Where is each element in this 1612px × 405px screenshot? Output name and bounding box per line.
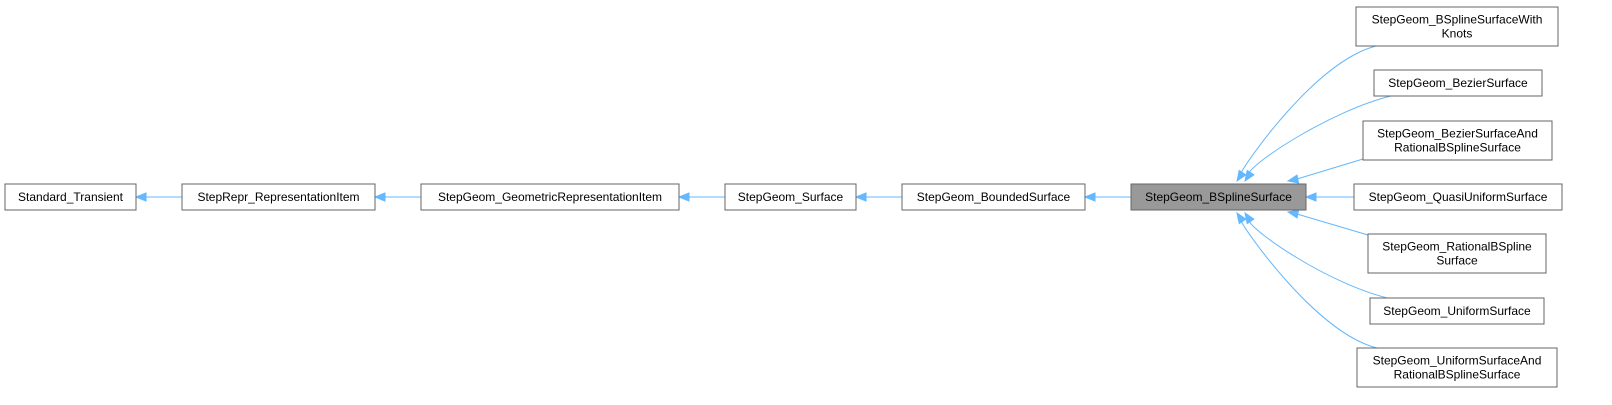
class-node-stepgeom-uniformsurface-box: [1369, 297, 1545, 325]
class-node-stepgeom-quasiuniformsurface-box: [1353, 183, 1563, 211]
class-node-stepgeom-uniformsurfaceandrationalbsplinesurface-label-line-2: RationalBSplineSurface: [1394, 368, 1521, 382]
class-node-stepgeom-beziersurface-label: StepGeom_BezierSurface: [1388, 76, 1528, 90]
subclass-arrowhead: [1236, 169, 1247, 183]
inheritance-arrowhead: [854, 192, 867, 202]
class-node-stepgeom-quasiuniformsurface-label: StepGeom_QuasiUniformSurface: [1369, 190, 1548, 204]
class-node-steprepr-representationitem-label: StepRepr_RepresentationItem: [197, 190, 359, 204]
class-node-stepgeom-geometricrepresentationitem[interactable]: StepGeom_GeometricRepresentationItem: [420, 183, 680, 211]
class-node-stepgeom-beziersurface[interactable]: StepGeom_BezierSurface: [1373, 69, 1543, 97]
class-node-stepgeom-uniformsurface-label: StepGeom_UniformSurface: [1383, 304, 1531, 318]
subclass-arrowhead: [1286, 209, 1300, 219]
class-node-stepgeom-boundedsurface[interactable]: StepGeom_BoundedSurface: [901, 183, 1086, 211]
inheritance-arrowhead: [1083, 192, 1096, 202]
class-node-stepgeom-beziersurfaceandrationalbsplinesurface-label-line-2: RationalBSplineSurface: [1394, 141, 1521, 155]
class-node-stepgeom-rationalbsplinesurface[interactable]: StepGeom_RationalBSplineSurface: [1367, 233, 1547, 274]
class-node-standard-transient[interactable]: Standard_Transient: [4, 183, 137, 211]
class-node-stepgeom-uniformsurfaceandrationalbsplinesurface-label-line-1: StepGeom_UniformSurfaceAnd: [1373, 354, 1542, 368]
class-node-current-stepgeom-bsplinesurface: StepGeom_BSplineSurface: [1130, 183, 1307, 211]
subclass-edge: [1248, 220, 1388, 299]
class-node-standard-transient-box: [4, 183, 137, 211]
class-node-stepgeom-bsplinesurfacewithknots-label-line-1: StepGeom_BSplineSurfaceWith: [1372, 13, 1543, 27]
class-node-stepgeom-beziersurfaceandrationalbsplinesurface[interactable]: StepGeom_BezierSurfaceAndRationalBSpline…: [1362, 120, 1553, 161]
class-node-steprepr-representationitem-box: [181, 183, 376, 211]
class-node-stepgeom-rationalbsplinesurface-label-line-1: StepGeom_RationalBSpline: [1382, 240, 1532, 254]
subclass-arrowhead: [1286, 174, 1300, 184]
inheritance-arrowhead: [677, 192, 690, 202]
class-node-stepgeom-geometricrepresentationitem-box: [420, 183, 680, 211]
class-node-standard-transient-label: Standard_Transient: [18, 190, 124, 204]
class-node-stepgeom-geometricrepresentationitem-label: StepGeom_GeometricRepresentationItem: [438, 190, 662, 204]
inheritance-edges: [134, 45, 1391, 349]
class-node-steprepr-representationitem[interactable]: StepRepr_RepresentationItem: [181, 183, 376, 211]
class-node-stepgeom-rationalbsplinesurface-box: [1367, 233, 1547, 274]
class-node-stepgeom-beziersurfaceandrationalbsplinesurface-label-line-1: StepGeom_BezierSurfaceAnd: [1377, 127, 1538, 141]
subclass-arrowhead: [1236, 211, 1247, 225]
class-node-current-stepgeom-bsplinesurface-box: [1130, 183, 1307, 211]
class-node-stepgeom-rationalbsplinesurface-label-line-2: Surface: [1436, 254, 1478, 268]
class-node-stepgeom-bsplinesurfacewithknots-label-line-2: Knots: [1442, 27, 1473, 41]
class-node-stepgeom-bsplinesurfacewithknots-box: [1355, 6, 1559, 47]
class-node-stepgeom-surface[interactable]: StepGeom_Surface: [724, 183, 857, 211]
class-node-current-stepgeom-bsplinesurface-label: StepGeom_BSplineSurface: [1145, 190, 1292, 204]
subclass-edge: [1240, 220, 1378, 349]
class-node-stepgeom-surface-label: StepGeom_Surface: [738, 190, 844, 204]
class-node-stepgeom-boundedsurface-box: [901, 183, 1086, 211]
subclass-arrowhead: [1244, 169, 1255, 183]
class-node-stepgeom-boundedsurface-label: StepGeom_BoundedSurface: [917, 190, 1071, 204]
subclass-arrowhead: [1304, 192, 1317, 202]
class-node-stepgeom-beziersurface-box: [1373, 69, 1543, 97]
subclass-edge: [1240, 45, 1377, 174]
subclass-edge: [1296, 158, 1364, 180]
class-nodes: Standard_Transient StepRepr_Representatio…: [4, 6, 1563, 388]
inheritance-arrowhead: [373, 192, 386, 202]
class-node-stepgeom-quasiuniformsurface[interactable]: StepGeom_QuasiUniformSurface: [1353, 183, 1563, 211]
class-node-stepgeom-beziersurfaceandrationalbsplinesurface-box: [1362, 120, 1553, 161]
subclass-edge: [1248, 95, 1391, 174]
class-node-stepgeom-uniformsurfaceandrationalbsplinesurface-box: [1356, 347, 1558, 388]
subclass-edge: [1296, 213, 1369, 236]
class-node-stepgeom-surface-box: [724, 183, 857, 211]
inheritance-arrowhead: [134, 192, 147, 202]
class-node-stepgeom-uniformsurface[interactable]: StepGeom_UniformSurface: [1369, 297, 1545, 325]
class-node-stepgeom-uniformsurfaceandrationalbsplinesurface[interactable]: StepGeom_UniformSurfaceAndRationalBSplin…: [1356, 347, 1558, 388]
subclass-arrowhead: [1244, 211, 1255, 225]
